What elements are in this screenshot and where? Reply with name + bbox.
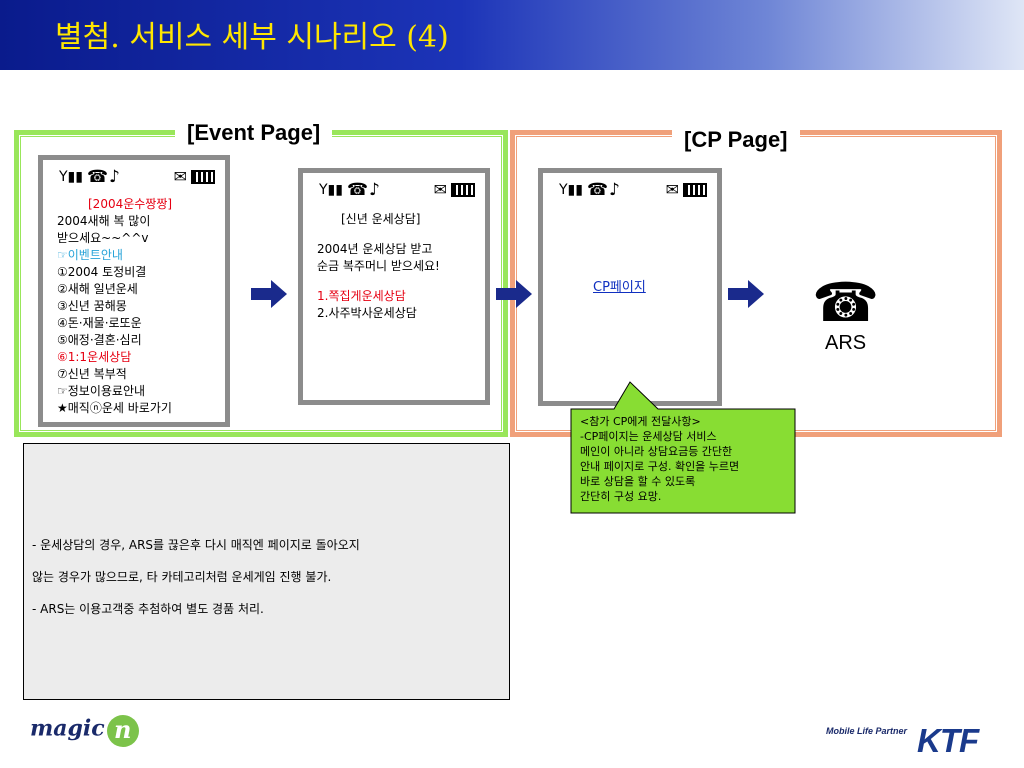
menu-item[interactable]: ①2004 토정비결	[57, 265, 147, 279]
signal-icon: Y▮▮	[559, 182, 583, 198]
page-title: 별첨. 서비스 세부 시나리오 (4)	[55, 20, 449, 55]
logo-n-badge: n	[106, 715, 139, 747]
callout-text: <참가 CP에게 전달사항> -CP페이지는 운세상담 서비스 메인이 아니라 …	[580, 414, 792, 504]
music-note-icon: ♪	[369, 180, 380, 200]
callout-line: 안내 페이지로 구성. 확인을 누르면	[580, 460, 740, 473]
event-page-label: [Event Page]	[175, 120, 333, 146]
phone-icon: ☎	[87, 167, 109, 187]
cp-page-link[interactable]: CP페이지	[593, 280, 646, 295]
arrow-right-icon	[496, 280, 532, 308]
header-bar	[0, 0, 1024, 70]
menu-item[interactable]: 2.사주박사운세상담	[317, 306, 417, 320]
screen-text: 순금 복주머니 받으세요!	[317, 259, 440, 273]
status-bar: Y▮▮ ☎ ♪ ✉	[313, 179, 475, 201]
menu-item[interactable]: ②새해 일년운세	[57, 282, 138, 296]
menu-item[interactable]: ③신년 꿈해몽	[57, 299, 127, 313]
note-line: - ARS는 이용고객중 추첨하여 별도 경품 처리.	[32, 602, 264, 616]
tagline: Mobile Life Partner	[826, 726, 908, 736]
ktf-logo: KTF	[917, 722, 979, 759]
envelope-icon: ✉	[433, 180, 447, 199]
music-note-icon: ♪	[609, 180, 620, 200]
callout-line: 간단히 구성 요망.	[580, 490, 662, 503]
callout-line: <참가 CP에게 전달사항>	[580, 415, 701, 428]
telephone-icon: ☎	[812, 271, 880, 334]
screen-text: 2004년 운세상담 받고	[317, 242, 433, 256]
callout-line: 바로 상담을 할 수 있도록	[580, 475, 696, 488]
callout-line: -CP페이지는 운세상담 서비스	[580, 430, 717, 443]
cp-page-label: [CP Page]	[672, 127, 800, 153]
ars-label: ARS	[825, 332, 867, 354]
phone-screen-event-menu: Y▮▮ ☎ ♪ ✉ [2004운수짱짱] 2004새해 복 많이 받으세요~~^…	[38, 155, 230, 427]
menu-line: [2004운수짱짱]	[88, 197, 173, 211]
cp-notice-callout	[570, 380, 796, 514]
menu-line: 받으세요~~^^v	[57, 231, 149, 245]
callout-line: 메인이 아니라 상담요금등 간단한	[580, 445, 733, 458]
phone-screen-consultation: Y▮▮ ☎ ♪ ✉ [신년 운세상담] 2004년 운세상담 받고 순금 복주머…	[298, 168, 490, 405]
status-bar: Y▮▮ ☎ ♪ ✉	[553, 179, 707, 201]
arrow-right-icon	[728, 280, 764, 308]
phone-icon: ☎	[587, 180, 609, 200]
phone-screen-cp: Y▮▮ ☎ ♪ ✉ CP페이지	[538, 168, 722, 406]
phone-icon: ☎	[347, 180, 369, 200]
menu-item-consultation[interactable]: 1.쪽집게운세상담	[317, 289, 406, 303]
menu-item[interactable]: ★매직ⓝ운세 바로가기	[57, 401, 172, 415]
screen-title: [신년 운세상담]	[341, 212, 421, 226]
battery-icon	[191, 170, 215, 184]
battery-icon	[683, 183, 707, 197]
status-bar: Y▮▮ ☎ ♪ ✉	[53, 166, 215, 188]
menu-item[interactable]: ⑦신년 복부적	[57, 367, 127, 381]
note-line: - 운세상담의 경우, ARS를 끊은후 다시 매직엔 페이지로 돌아오지	[32, 538, 360, 552]
logo-text: magic	[30, 715, 105, 742]
menu-item[interactable]: ⑤애정·결혼·심리	[57, 333, 142, 347]
note-line: 않는 경우가 많으므로, 타 카테고리처럼 운세게임 진행 불가.	[32, 570, 332, 584]
menu-item-event-info[interactable]: ☞이벤트안내	[57, 248, 123, 262]
signal-icon: Y▮▮	[59, 169, 83, 185]
notes-box: - 운세상담의 경우, ARS를 끊은후 다시 매직엔 페이지로 돌아오지 않는…	[23, 443, 510, 700]
envelope-icon: ✉	[665, 180, 679, 199]
menu-item[interactable]: ☞정보이용료안내	[57, 384, 146, 398]
arrow-right-icon	[251, 280, 287, 308]
music-note-icon: ♪	[109, 167, 120, 187]
menu-line: 2004새해 복 많이	[57, 214, 151, 228]
envelope-icon: ✉	[173, 167, 187, 186]
menu-item[interactable]: ④돈·재물·로또운	[57, 316, 142, 330]
battery-icon	[451, 183, 475, 197]
signal-icon: Y▮▮	[319, 182, 343, 198]
menu-item-consultation[interactable]: ⑥1:1운세상담	[57, 350, 132, 364]
